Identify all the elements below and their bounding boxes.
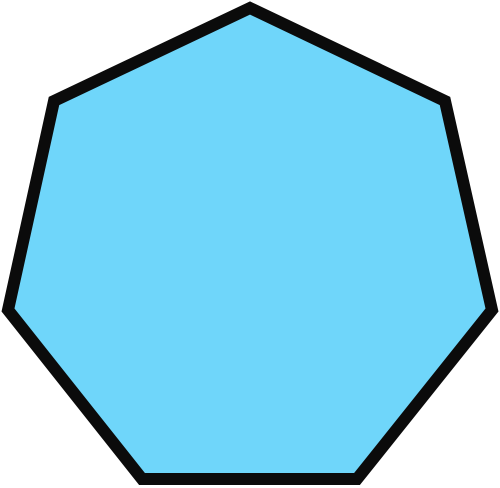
heptagon-shape bbox=[1, 1, 499, 485]
diagram-canvas bbox=[1, 1, 499, 485]
